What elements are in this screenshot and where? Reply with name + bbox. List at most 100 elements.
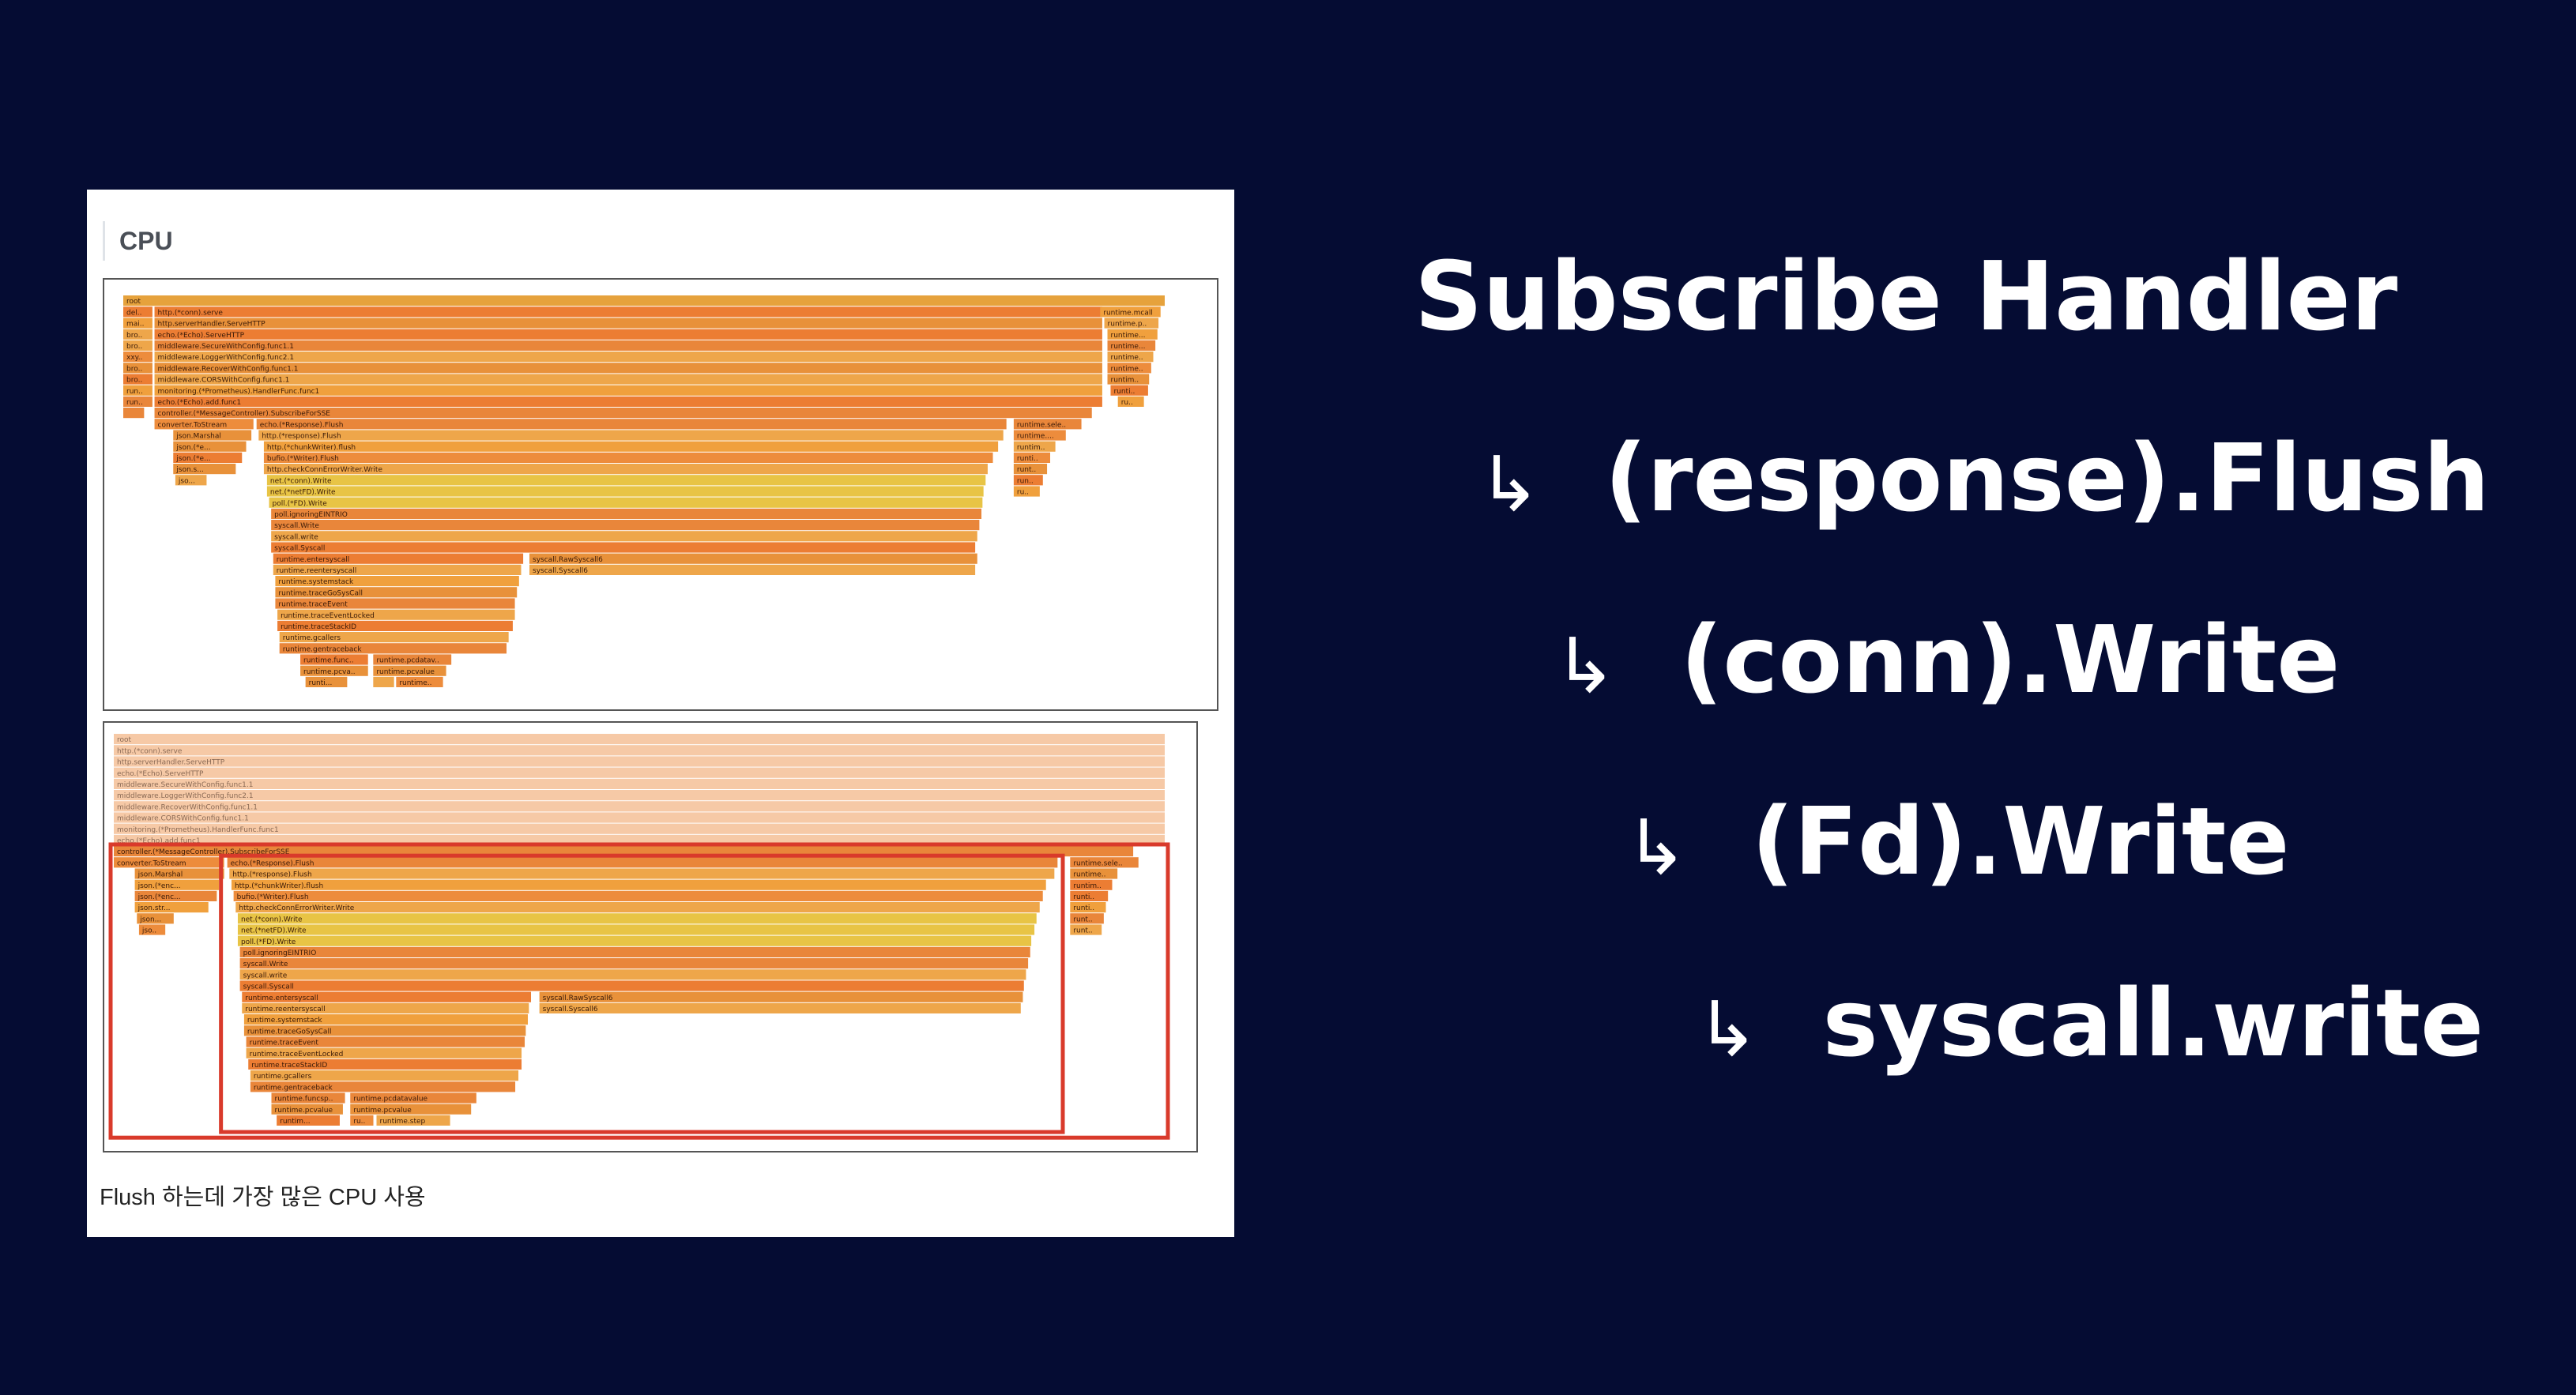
flame-frame[interactable]: middleware.CORSWithConfig.func1.1 bbox=[154, 374, 1102, 385]
flame-frame[interactable]: xxy.. bbox=[123, 352, 153, 363]
flame-frame[interactable]: run.. bbox=[123, 396, 153, 407]
flame-frame[interactable]: runtime.traceEvent bbox=[275, 598, 515, 609]
flame-frame[interactable]: bro.. bbox=[123, 374, 153, 385]
flame-frame[interactable]: poll.ignoringEINTRIO bbox=[271, 508, 982, 519]
flame-frame[interactable]: http.(*conn).serve bbox=[114, 745, 1165, 756]
flame-frame[interactable]: syscall.RawSyscall6 bbox=[529, 553, 977, 564]
flame-frame[interactable]: json.(*e... bbox=[173, 441, 247, 452]
flame-frame[interactable]: middleware.LoggerWithConfig.func2.1 bbox=[114, 790, 1165, 801]
flame-frame[interactable]: runtime.p.. bbox=[1104, 318, 1159, 329]
flame-frame[interactable]: echo.(*Echo).add.func1 bbox=[154, 396, 1102, 407]
flame-frame[interactable]: jso... bbox=[175, 475, 207, 486]
flame-frame[interactable]: http.serverHandler.ServeHTTP bbox=[114, 756, 1165, 767]
flame-frame[interactable]: net.(*conn).Write bbox=[237, 913, 1037, 924]
flame-frame[interactable]: runtime.traceStackID bbox=[248, 1058, 522, 1070]
flame-frame[interactable]: json.Marshal bbox=[134, 868, 224, 879]
flame-frame[interactable]: runtime... bbox=[1107, 340, 1156, 351]
flame-frame[interactable]: runtim... bbox=[277, 1115, 340, 1126]
flame-frame[interactable]: runtime.pcvalue bbox=[350, 1104, 472, 1115]
flame-frame[interactable]: bro.. bbox=[123, 340, 153, 351]
flame-frame[interactable]: runtime.traceGoSysCall bbox=[243, 1025, 526, 1036]
flame-frame[interactable]: json.(*enc... bbox=[134, 890, 217, 901]
flame-frame[interactable]: runtime.pcva.. bbox=[300, 665, 368, 676]
flame-frame[interactable]: poll.(*FD).Write bbox=[269, 497, 983, 508]
flame-frame[interactable]: runtime.. bbox=[1107, 352, 1154, 363]
flame-frame[interactable]: runtime.pcvalue bbox=[271, 1104, 343, 1115]
flame-frame[interactable]: echo.(*Response).Flush bbox=[227, 857, 1058, 868]
flame-frame[interactable]: runtime.sele.. bbox=[1070, 857, 1139, 868]
flame-frame[interactable]: runtime... bbox=[1107, 329, 1158, 340]
flame-frame[interactable]: runtim.. bbox=[1013, 441, 1056, 452]
flame-frame[interactable]: runtime.... bbox=[1013, 430, 1066, 441]
flame-frame[interactable]: root bbox=[123, 295, 1165, 306]
flame-frame[interactable]: runt.. bbox=[1070, 913, 1104, 924]
flame-frame[interactable]: poll.(*FD).Write bbox=[237, 935, 1032, 946]
flame-frame[interactable]: runtime.traceEventLocked bbox=[246, 1047, 522, 1058]
flame-frame[interactable]: syscall.RawSyscall6 bbox=[539, 991, 1023, 1002]
flame-frame[interactable]: http.(*chunkWriter).flush bbox=[231, 879, 1046, 890]
flame-frame[interactable]: runtime.entersyscall bbox=[242, 991, 532, 1002]
flame-frame[interactable]: http.(*chunkWriter).flush bbox=[263, 441, 999, 452]
flame-frame[interactable]: runtime.funcsp.. bbox=[271, 1092, 345, 1104]
flame-frame[interactable]: http.(*response).Flush bbox=[258, 430, 1004, 441]
flame-frame[interactable]: middleware.LoggerWithConfig.func2.1 bbox=[154, 352, 1102, 363]
flame-frame[interactable]: run.. bbox=[1013, 475, 1043, 486]
flame-frame[interactable]: runtime.gentraceback bbox=[279, 643, 507, 654]
flame-frame[interactable]: net.(*conn).Write bbox=[266, 475, 986, 486]
flame-frame[interactable]: runtime.pcdatav.. bbox=[373, 654, 452, 665]
flame-frame[interactable]: syscall.write bbox=[271, 531, 977, 542]
flame-frame[interactable]: json.(*e... bbox=[173, 452, 243, 463]
flame-frame[interactable] bbox=[123, 408, 145, 419]
flame-frame[interactable]: runtime.traceGoSysCall bbox=[275, 587, 518, 598]
flame-frame[interactable]: runtime.mcall bbox=[1100, 306, 1161, 318]
flame-frame[interactable]: runtime.gcallers bbox=[250, 1070, 519, 1081]
flame-frame[interactable]: runti.. bbox=[1070, 890, 1109, 901]
flame-frame[interactable]: syscall.Write bbox=[239, 958, 1029, 969]
flame-frame[interactable]: runtime.. bbox=[1107, 363, 1151, 374]
flame-frame[interactable]: http.checkConnErrorWriter.Write bbox=[263, 464, 988, 475]
flame-frame[interactable]: runtime.reentersyscall bbox=[273, 564, 522, 575]
flame-frame[interactable]: converter.ToStream bbox=[154, 419, 254, 430]
flame-frame[interactable]: bro.. bbox=[123, 363, 153, 374]
flame-frame[interactable]: jso.. bbox=[138, 924, 166, 935]
flame-frame[interactable] bbox=[373, 676, 394, 687]
flame-frame[interactable]: run.. bbox=[123, 385, 153, 396]
flame-frame[interactable]: runtime.systemstack bbox=[275, 576, 519, 587]
flame-frame[interactable]: monitoring.(*Prometheus).HandlerFunc.fun… bbox=[114, 823, 1165, 834]
flame-frame[interactable]: monitoring.(*Prometheus).HandlerFunc.fun… bbox=[154, 385, 1102, 396]
flame-frame[interactable]: runti.. bbox=[1013, 452, 1051, 463]
flame-frame[interactable]: bufio.(*Writer).Flush bbox=[263, 452, 993, 463]
flame-frame[interactable]: runt.. bbox=[1013, 464, 1048, 475]
flame-frame[interactable]: converter.ToStream bbox=[114, 857, 224, 868]
flame-frame[interactable]: runtime.pcdatavalue bbox=[350, 1092, 476, 1104]
flame-frame[interactable]: runtime.pcvalue bbox=[373, 665, 446, 676]
flame-frame[interactable]: echo.(*Echo).ServeHTTP bbox=[114, 767, 1165, 778]
flame-frame[interactable]: syscall.Syscall bbox=[271, 542, 976, 553]
flame-frame[interactable]: runtime.traceStackID bbox=[277, 620, 513, 631]
flame-frame[interactable]: middleware.SecureWithConfig.func1.1 bbox=[114, 778, 1165, 789]
flame-frame[interactable]: runtime.. bbox=[1070, 868, 1118, 879]
flame-frame[interactable]: root bbox=[114, 734, 1165, 745]
flame-frame[interactable]: runtime.reentersyscall bbox=[242, 1002, 529, 1013]
flame-frame[interactable]: ru.. bbox=[1117, 396, 1144, 407]
flame-frame[interactable]: net.(*netFD).Write bbox=[266, 486, 984, 497]
flame-frame[interactable]: runtime.gentraceback bbox=[250, 1081, 516, 1092]
flame-frame[interactable]: runtim.. bbox=[1070, 879, 1113, 890]
flame-frame[interactable]: syscall.Write bbox=[271, 520, 980, 531]
flame-frame[interactable]: echo.(*Echo).ServeHTTP bbox=[154, 329, 1102, 340]
flame-frame[interactable]: runti.. bbox=[1070, 902, 1106, 913]
flame-frame[interactable]: http.serverHandler.ServeHTTP bbox=[154, 318, 1102, 329]
flame-frame[interactable]: middleware.SecureWithConfig.func1.1 bbox=[154, 340, 1102, 351]
flame-frame[interactable]: echo.(*Response).Flush bbox=[256, 419, 1007, 430]
flame-frame[interactable]: net.(*netFD).Write bbox=[237, 924, 1035, 935]
flame-frame[interactable]: runt.. bbox=[1070, 924, 1102, 935]
flame-frame[interactable]: mai.. bbox=[123, 318, 153, 329]
flame-frame[interactable]: syscall.Syscall6 bbox=[529, 564, 976, 575]
flame-frame[interactable]: bufio.(*Writer).Flush bbox=[233, 890, 1043, 901]
flame-frame[interactable]: bro.. bbox=[123, 329, 153, 340]
flame-frame[interactable]: json.s... bbox=[173, 464, 236, 475]
flame-frame[interactable]: runtime.traceEventLocked bbox=[277, 609, 515, 620]
flame-frame[interactable]: del.. bbox=[123, 306, 153, 318]
flame-frame[interactable]: syscall.write bbox=[239, 969, 1026, 980]
